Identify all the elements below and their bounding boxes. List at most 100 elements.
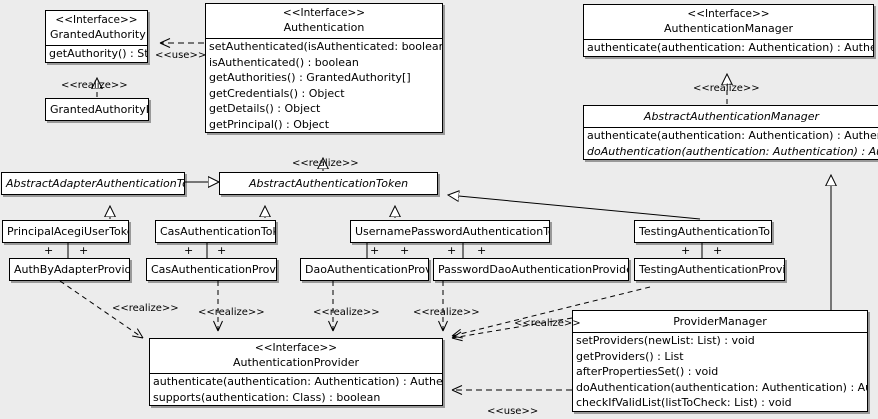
class-name: AuthenticationProvider (232, 356, 360, 369)
class-authentication-manager[interactable]: <<Interface>> AuthenticationManager auth… (583, 4, 874, 57)
operation: getProviders() : List (576, 349, 684, 363)
class-testing-authentication-provider[interactable]: TestingAuthenticationProvider (634, 258, 785, 281)
operation: authenticate(authentication: Authenticat… (587, 41, 873, 54)
operation: checkIfValidList(listToCheck: List) : vo… (576, 396, 792, 409)
class-header: UsernamePasswordAuthenticationToken (351, 221, 549, 242)
class-header: <<Interface>> AuthenticationManager (584, 5, 873, 39)
operations-compartment: getAuthority() : String (46, 46, 147, 62)
operation: doAuthentication(authentication: Authent… (576, 380, 867, 394)
class-abstract-authentication-token[interactable]: AbstractAuthenticationToken (219, 172, 438, 195)
class-name: Authentication (283, 21, 365, 34)
class-authentication[interactable]: <<Interface>> Authentication setAuthenti… (205, 3, 443, 133)
class-header: AbstractAuthenticationToken (220, 173, 437, 194)
class-name: PasswordDaoAuthenticationProvider (438, 263, 629, 276)
divider (150, 373, 442, 374)
operation: getCredentials() : Object (209, 86, 345, 100)
class-granted-authority[interactable]: <<Interface>> GrantedAuthority getAuthor… (45, 10, 148, 63)
class-cas-authentication-token[interactable]: CasAuthenticationToken (155, 220, 276, 243)
class-name: CasAuthenticationToken (160, 225, 275, 238)
class-header: TestingAuthenticationToken (635, 221, 771, 242)
association-marker-plus: + (681, 244, 691, 257)
class-header: PasswordDaoAuthenticationProvider (434, 259, 628, 280)
class-header: ProviderManager (573, 311, 867, 332)
class-header: AbstractAdapterAuthenticationToken (2, 173, 184, 194)
operation: afterPropertiesSet() : void (576, 365, 719, 378)
association-marker-plus: + (447, 244, 457, 257)
association-marker-plus: + (370, 244, 380, 257)
class-stereotype: <<Interface>> (254, 342, 338, 354)
class-name: AbstractAuthenticationToken (248, 177, 409, 190)
edge-label-realize-authbyadapter: <<realize>> (112, 303, 179, 314)
class-header: DaoAuthenticationProvider (301, 259, 428, 280)
operations-compartment: setProviders(newList: List) : void getPr… (573, 333, 867, 411)
class-username-password-authentication-token[interactable]: UsernamePasswordAuthenticationToken (350, 220, 550, 243)
class-stereotype: <<Interface>> (282, 7, 366, 19)
operations-compartment: authenticate(authentication: Authenticat… (584, 128, 878, 159)
edge-label-realize-abstractauthenticationtoken: <<realize>> (292, 158, 359, 169)
class-header: AuthByAdapterProvider (10, 259, 129, 280)
divider (584, 39, 873, 40)
operation: getDetails() : Object (209, 102, 321, 115)
operation: getAuthority() : String (49, 47, 147, 60)
association-marker-plus: + (44, 244, 54, 257)
class-stereotype: <<Interface>> (687, 8, 770, 20)
class-header: GrantedAuthorityImpl (46, 99, 148, 120)
class-name: TestingAuthenticationToken (639, 225, 771, 238)
class-header: TestingAuthenticationProvider (635, 259, 784, 280)
edge-label-realize-providermanager: <<realize>> (514, 318, 581, 329)
class-name: GrantedAuthority (50, 28, 146, 41)
association-marker-plus: + (184, 244, 194, 257)
operations-compartment: authenticate(authentication: Authenticat… (584, 40, 873, 56)
association-marker-plus: + (477, 244, 487, 257)
operation-abstract: doAuthentication(authentication: Authent… (587, 144, 878, 158)
edge-label-realize-passworddao: <<realize>> (413, 307, 480, 318)
edge-label-realize-abstractauthenticationmanager: <<realize>> (693, 83, 760, 94)
class-password-dao-authentication-provider[interactable]: PasswordDaoAuthenticationProvider (433, 258, 629, 281)
operation: supports(authentication: Class) : boolea… (153, 390, 381, 404)
operation: getPrincipal() : Object (209, 117, 330, 131)
class-header: <<Interface>> AuthenticationProvider (150, 339, 442, 373)
edge-label-realize-dao: <<realize>> (313, 307, 380, 318)
operations-compartment: setAuthenticated(isAuthenticated: boolea… (206, 39, 442, 132)
association-marker-plus: + (400, 244, 410, 257)
class-name: GrantedAuthorityImpl (50, 103, 149, 116)
operation: setAuthenticated(isAuthenticated: boolea… (209, 40, 442, 53)
class-stereotype: <<Interface>> (55, 14, 138, 26)
class-name: AbstractAdapterAuthenticationToken (6, 177, 184, 190)
divider (584, 127, 878, 128)
class-provider-manager[interactable]: ProviderManager setProviders(newList: Li… (572, 310, 868, 412)
class-name: TestingAuthenticationProvider (639, 263, 784, 276)
class-name: ProviderManager (673, 315, 767, 328)
class-auth-by-adapter-provider[interactable]: AuthByAdapterProvider (9, 258, 130, 281)
class-name: DaoAuthenticationProvider (305, 263, 428, 276)
edge-label-realize-cas: <<realize>> (198, 307, 265, 318)
class-abstract-adapter-authentication-token[interactable]: AbstractAdapterAuthenticationToken (1, 172, 185, 195)
class-principal-acegi-user-token[interactable]: PrincipalAcegiUserToken (2, 220, 129, 243)
operation: authenticate(authentication: Authenticat… (587, 129, 878, 142)
class-dao-authentication-provider[interactable]: DaoAuthenticationProvider (300, 258, 429, 281)
edge-label-realize-grantedauthorityimpl: <<realize>> (61, 80, 128, 91)
class-name: AbstractAuthenticationManager (643, 110, 820, 123)
class-header: CasAuthenticationProvider (147, 259, 276, 280)
class-cas-authentication-provider[interactable]: CasAuthenticationProvider (146, 258, 277, 281)
class-authentication-provider[interactable]: <<Interface>> AuthenticationProvider aut… (149, 338, 443, 406)
operation: isAuthenticated() : boolean (209, 55, 359, 69)
operation: getAuthorities() : GrantedAuthority[] (209, 71, 411, 84)
class-header: AbstractAuthenticationManager (584, 106, 878, 127)
class-granted-authority-impl[interactable]: GrantedAuthorityImpl (45, 98, 149, 121)
class-name: AuthByAdapterProvider (14, 263, 130, 276)
association-marker-plus: + (79, 244, 89, 257)
operation: setProviders(newList: List) : void (576, 334, 755, 347)
class-name: AuthenticationManager (664, 22, 793, 35)
operations-compartment: authenticate(authentication: Authenticat… (150, 374, 442, 405)
divider (206, 38, 442, 39)
divider (46, 45, 147, 46)
operation: authenticate(authentication: Authenticat… (153, 375, 443, 388)
class-abstract-authentication-manager[interactable]: AbstractAuthenticationManager authentica… (583, 105, 878, 160)
class-testing-authentication-token[interactable]: TestingAuthenticationToken (634, 220, 772, 243)
edge-label-use-providermanager: <<use>> (487, 406, 539, 417)
class-header: PrincipalAcegiUserToken (3, 221, 128, 242)
class-header: CasAuthenticationToken (156, 221, 275, 242)
association-marker-plus: + (217, 244, 227, 257)
